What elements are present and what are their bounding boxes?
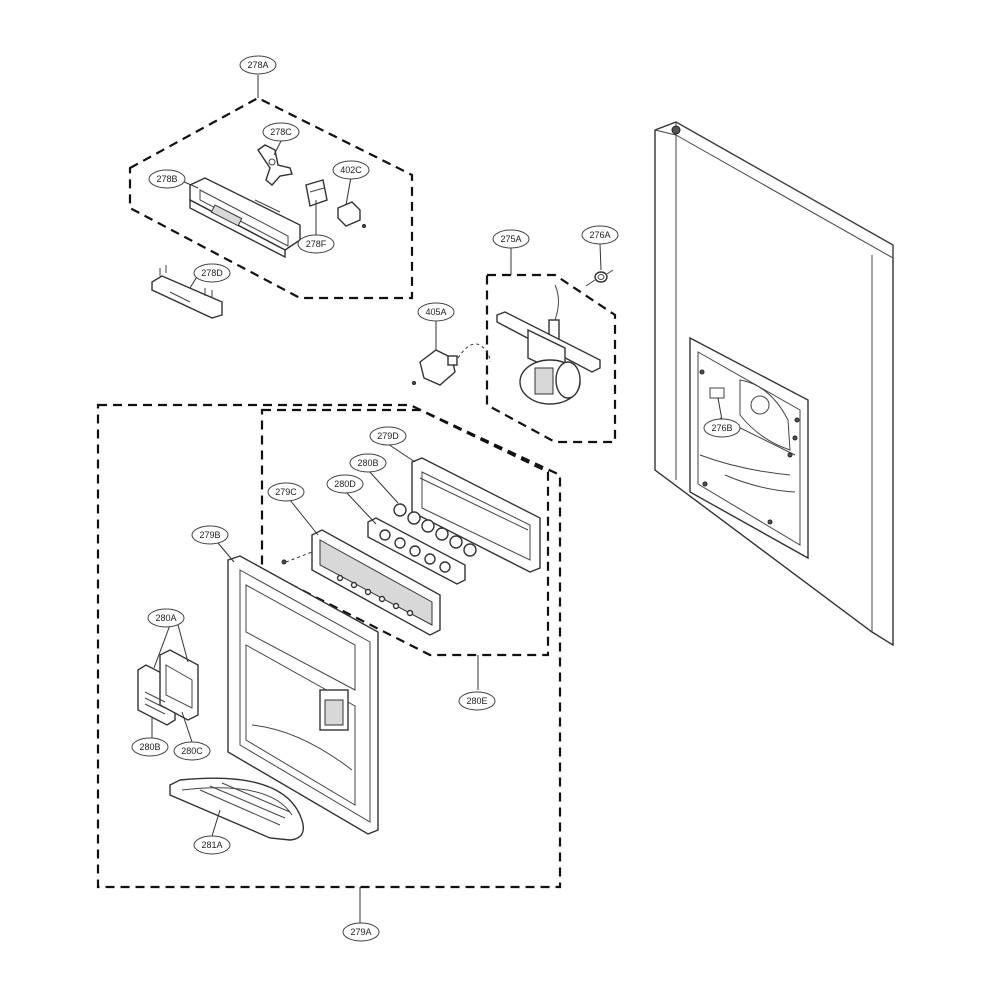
callout-278C: 278C: [262, 122, 300, 142]
callout-278B: 278B: [148, 169, 186, 189]
callout-281A: 281A: [193, 835, 231, 855]
callout-280E: 280E: [458, 691, 496, 711]
callout-280C: 280C: [173, 741, 211, 761]
svg-text:281A: 281A: [201, 840, 222, 850]
svg-text:279B: 279B: [199, 530, 220, 540]
svg-text:279C: 279C: [275, 487, 297, 497]
svg-text:280B: 280B: [357, 458, 378, 468]
svg-text:280D: 280D: [334, 479, 356, 489]
svg-text:280C: 280C: [181, 746, 203, 756]
svg-text:280B: 280B: [139, 742, 160, 752]
svg-text:278D: 278D: [201, 268, 223, 278]
part-402C-switch: [337, 201, 366, 228]
callout-279D: 279D: [369, 426, 407, 446]
callout-279B: 279B: [191, 525, 229, 545]
svg-text:276B: 276B: [711, 423, 732, 433]
callout-275A: 275A: [492, 229, 530, 249]
part-279B-frame: [227, 555, 379, 835]
callout-276B: 276B: [703, 418, 741, 438]
svg-text:275A: 275A: [500, 234, 521, 244]
part-278B-housing: [189, 177, 301, 259]
part-279C-pcb: [281, 529, 441, 636]
callout-276A: 276A: [581, 225, 619, 245]
group-279A-boundary: [96, 403, 562, 889]
part-281A-drip-tray: [169, 777, 304, 841]
callout-280B-bottom: 280B: [131, 737, 169, 757]
part-276A-spring: [585, 269, 614, 287]
group-275A-boundary: [485, 273, 617, 444]
callout-280D: 280D: [326, 474, 364, 494]
svg-text:276A: 276A: [589, 230, 610, 240]
callout-279C: 279C: [267, 482, 305, 502]
part-278F-pad: [305, 179, 328, 207]
callout-405A: 405A: [417, 302, 455, 322]
callout-278D: 278D: [193, 263, 231, 283]
svg-text:278A: 278A: [247, 60, 268, 70]
callout-280A: 280A: [147, 608, 185, 628]
svg-text:280E: 280E: [466, 696, 487, 706]
svg-text:405A: 405A: [425, 307, 446, 317]
svg-text:278C: 278C: [270, 127, 292, 137]
svg-text:279A: 279A: [350, 927, 371, 937]
svg-text:280A: 280A: [155, 613, 176, 623]
part-278C-lever: [257, 144, 293, 186]
callout-279A: 279A: [342, 922, 380, 942]
part-280A-lever-assembly: [137, 649, 199, 726]
svg-text:402C: 402C: [340, 165, 362, 175]
callout-278A: 278A: [239, 55, 277, 75]
refrigerator-door: [654, 121, 894, 647]
callout-402C: 402C: [332, 160, 370, 180]
callout-280B-top: 280B: [349, 453, 387, 473]
part-278D-bracket: [151, 265, 223, 319]
part-280B-buttons: [393, 503, 477, 557]
svg-text:278F: 278F: [306, 239, 327, 249]
part-405A-switch: [412, 343, 491, 386]
svg-text:279D: 279D: [377, 431, 399, 441]
part-275A-motor-assembly: [496, 284, 601, 405]
group-278A-boundary: [128, 96, 414, 300]
svg-text:278B: 278B: [156, 174, 177, 184]
part-280D-button-board: [367, 517, 466, 585]
callout-278F: 278F: [297, 234, 335, 254]
